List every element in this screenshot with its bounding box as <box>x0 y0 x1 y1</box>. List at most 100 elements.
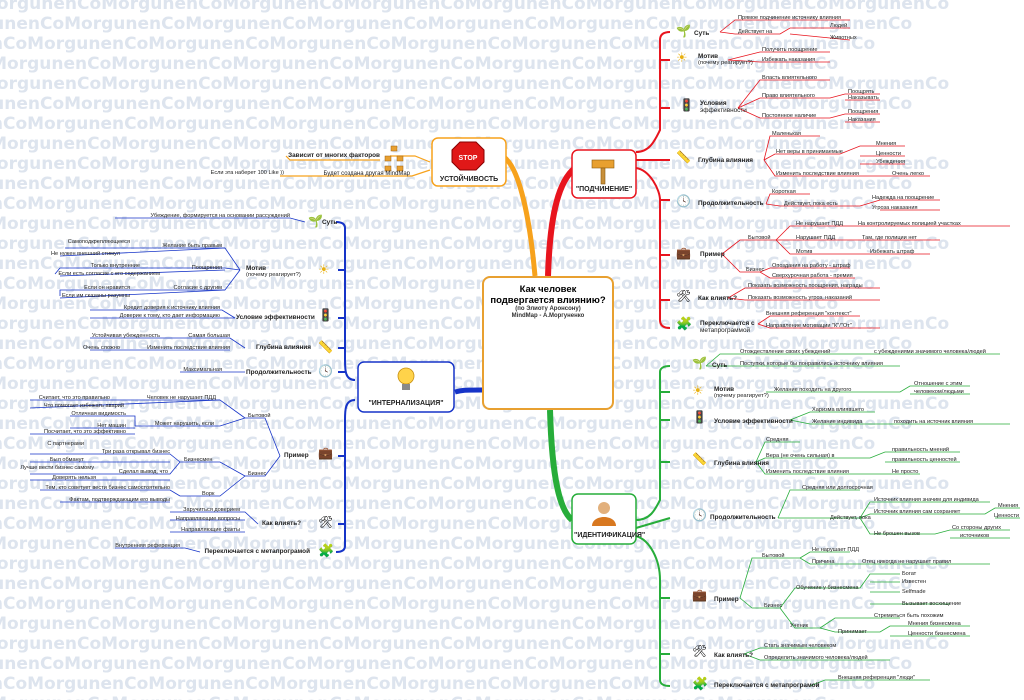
int-sut-1[interactable]: Убеждение, формируется на основании расс… <box>150 213 290 219</box>
ide-g-2[interactable]: Вера (не очень сильная) в <box>766 453 835 459</box>
pod-ex-byt[interactable]: Бытовой <box>748 235 771 241</box>
ide-ex-4b2[interactable]: Ценности бизнесмена <box>908 631 966 637</box>
pod-kak-1[interactable]: Показать возможность поощрения, награды <box>748 283 863 289</box>
pod-gl-2a[interactable]: Мнения <box>876 141 897 147</box>
int-m-5a[interactable]: Согласие с другим <box>173 285 223 291</box>
pod-gl-2[interactable]: Нет веры в принимаемые <box>776 149 843 155</box>
pod-ex-5[interactable]: Сверхурочная работа - премия <box>772 273 853 279</box>
ide-m-1b[interactable]: человеком/людьми <box>914 389 964 395</box>
ide-p-2[interactable]: Действует, пока <box>830 515 871 521</box>
ide-u-1[interactable]: Харизма влиявшего <box>812 407 865 413</box>
central-topic[interactable]: Как человек подвергается влиянию? (по Эл… <box>482 276 614 410</box>
ide-p-2a[interactable]: Источник влияния значим для индивида <box>874 497 979 503</box>
int-x-1[interactable]: Внутренняя референция <box>115 543 180 549</box>
ide-ex-2a[interactable]: Отец никогда не нарушает правил <box>862 559 952 565</box>
ide-ex-3d[interactable]: Вызывает восхищение <box>902 601 962 607</box>
pod-primer[interactable]: Пример <box>700 251 725 258</box>
ide-m-1[interactable]: Желание походить на другого <box>774 387 852 393</box>
pod-perekl[interactable]: Переключается с <box>700 320 755 327</box>
int-uslovia[interactable]: Условие эффективности <box>236 314 315 321</box>
ide-ex-3a[interactable]: Богат <box>902 571 917 577</box>
ide-glubina[interactable]: Глубина влияния <box>714 460 769 467</box>
int-m-4[interactable]: Если есть согласие с его содержанием <box>58 271 160 277</box>
int-k-3[interactable]: Направляющие факты <box>181 527 240 533</box>
int-ex-6[interactable]: С партнерами <box>47 441 84 447</box>
ide-ex-4b1[interactable]: Мнения бизнесмена <box>908 621 961 627</box>
pod-uslovia[interactable]: Условия <box>700 100 727 107</box>
int-ex-2[interactable]: Что помогает избежать аварий <box>43 403 124 409</box>
ide-k-1[interactable]: Стать значимым человеком <box>764 643 837 649</box>
ust-esli-100[interactable]: Если эта наберет 100 Like )) <box>210 170 284 176</box>
int-primer[interactable]: Пример <box>284 452 309 459</box>
ide-uslovia[interactable]: Условие эффективности <box>714 418 793 425</box>
int-k-2[interactable]: Направляющие вопросы <box>175 516 240 522</box>
pod-usl-1[interactable]: Власть влиятельного <box>762 75 818 81</box>
int-ex-vork[interactable]: Ворк <box>202 491 215 497</box>
ide-ex-2[interactable]: Причина <box>812 559 835 565</box>
pod-motiv-1[interactable]: Получить поощрение <box>762 47 818 53</box>
pod-usl-3b[interactable]: Наказания <box>848 117 876 123</box>
topic-identifikatsiya[interactable]: "ИДЕНТИФИКАЦИЯ" <box>574 532 646 539</box>
int-k-1[interactable]: Заручиться доверием <box>183 507 240 513</box>
int-m-2[interactable]: Не нужен внешний стимул <box>50 251 120 257</box>
int-m-6[interactable]: Если им сказаны разумны <box>61 293 130 299</box>
int-ex-1a[interactable]: Человек не нарушает ПДД <box>146 395 216 401</box>
ide-k-2[interactable]: Определить значимого человека/людей <box>764 655 868 661</box>
pod-gl-1[interactable]: Маленькая <box>772 131 801 137</box>
int-ex-10[interactable]: Тем, кто советует вести бизнес самостоят… <box>45 485 170 491</box>
int-g-2a[interactable]: Изменить последствие влияния <box>147 345 230 351</box>
ide-ex-byt[interactable]: Бытовой <box>762 553 785 559</box>
topic-podchinenie[interactable]: "ПОДЧИНЕНИЕ" <box>575 186 633 193</box>
pod-sut-people[interactable]: Людей <box>830 23 848 29</box>
pod-gl-2c[interactable]: Убеждения <box>876 159 905 165</box>
int-g-2[interactable]: Очень сложно <box>82 345 120 351</box>
pod-ex-1[interactable]: Не нарушает ПДД <box>796 221 843 227</box>
pod-ex-biz[interactable]: Бизнес <box>746 267 765 273</box>
ide-ex-biz[interactable]: Бизнес <box>764 603 783 609</box>
ide-u-2[interactable]: Желание индивида <box>812 419 863 425</box>
int-ex-3[interactable]: Отличная видимость <box>71 411 126 417</box>
ide-p-2c1[interactable]: Со стороны других <box>952 525 1002 531</box>
pod-ex-3[interactable]: Мотив <box>796 249 813 255</box>
int-m-3[interactable]: Только внутренние <box>90 263 140 269</box>
ide-m-1a[interactable]: Отношение с этим <box>914 381 963 387</box>
int-ex-bizn[interactable]: Бизнесмен <box>184 457 213 463</box>
ide-p-2c2[interactable]: источников <box>960 533 990 539</box>
pod-kak-2[interactable]: Показать возможность угроз, наказаний <box>748 295 853 301</box>
pod-sut[interactable]: Суть <box>694 30 710 37</box>
int-ex-9[interactable]: Доверять нельзя <box>52 475 96 481</box>
int-p-1[interactable]: Максимальная <box>183 367 222 373</box>
ide-ex-4a[interactable]: Стремиться быть похожим <box>874 613 944 619</box>
ide-g-3[interactable]: Изменить последствие влияния <box>766 469 849 475</box>
ide-p-2c[interactable]: Не брошен вызов <box>874 531 920 537</box>
pod-ex-2[interactable]: Нарушает ПДД <box>796 235 836 241</box>
int-g-1[interactable]: Устойчивая убежденность <box>91 333 160 339</box>
pod-usl-3a[interactable]: Поощрения <box>848 109 879 115</box>
ide-kak[interactable]: Как влиять? <box>714 652 754 659</box>
pod-usl-2a[interactable]: Поощрять <box>848 89 875 95</box>
pod-gl-3[interactable]: Изменить последствие влияния <box>776 171 859 177</box>
ide-ex-1[interactable]: Не нарушает ПДД <box>812 547 859 553</box>
ide-prodolzh[interactable]: Продолжительность <box>710 514 776 521</box>
ide-g-3a[interactable]: Не просто <box>892 469 919 475</box>
pod-pr-2b[interactable]: Угроза наказания <box>872 205 918 211</box>
pod-usl-2[interactable]: Право влиятельного <box>762 93 815 99</box>
int-ex-4a[interactable]: Может нарушить, если <box>154 421 214 427</box>
int-ex-8[interactable]: Лучше вести бизнес самому <box>20 465 94 471</box>
ide-g-1[interactable]: Средняя <box>766 437 789 443</box>
int-ex-11[interactable]: Фактам, подтверждающим его выводы <box>69 497 170 503</box>
int-g-1a[interactable]: Самая большая <box>188 333 230 339</box>
pod-x-2[interactable]: Направление мотивации "К"/"От" <box>766 323 852 329</box>
pod-ex-3a[interactable]: Избежать штраф <box>870 249 915 255</box>
pod-usl-3[interactable]: Постоянное наличие <box>762 113 817 119</box>
pod-glubina[interactable]: Глубина влияния <box>698 157 753 164</box>
ide-sut-1[interactable]: Отождествление своих убеждений <box>740 349 831 355</box>
pod-pr-1[interactable]: Короткая <box>772 189 796 195</box>
int-motiv-2[interactable]: (почему реагирует?) <box>246 272 301 278</box>
pod-sut-2[interactable]: Действует на <box>738 29 773 35</box>
pod-prodolzh[interactable]: Продолжительность <box>698 200 764 207</box>
pod-ex-4[interactable]: Опоздания на работу - штраф <box>772 263 851 269</box>
ide-motiv-2[interactable]: (почему реагирует?) <box>714 393 769 399</box>
ide-ex-3[interactable]: Обучение у бизнесмена <box>796 585 859 591</box>
ide-p-2b2[interactable]: Ценности <box>994 513 1020 519</box>
